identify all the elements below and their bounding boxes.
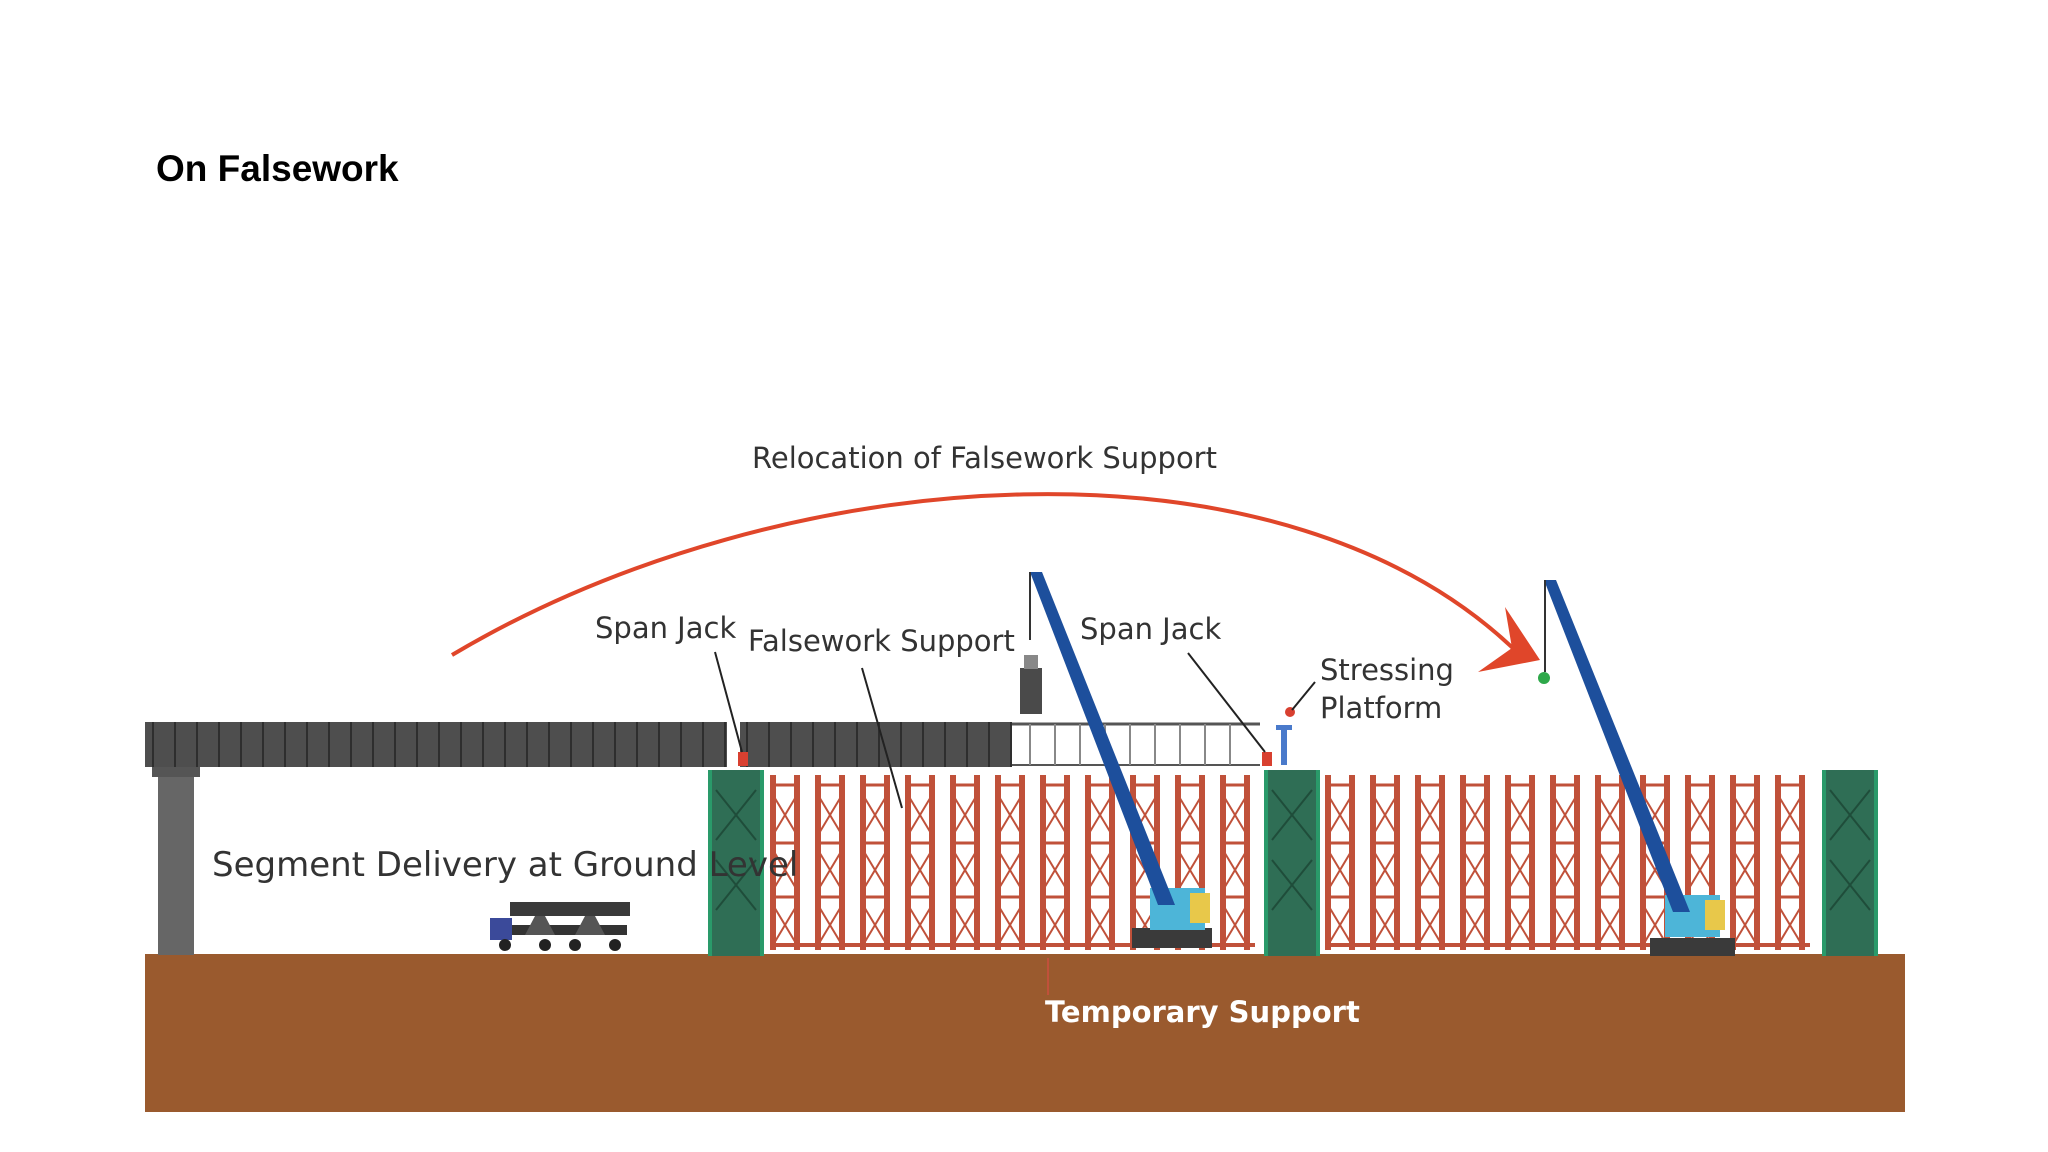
stressing-platform [1276, 707, 1295, 765]
label-span-jack-right: Span Jack [1080, 612, 1221, 646]
leader-span-jack-left [714, 651, 743, 753]
span-jack-left-marker [738, 752, 748, 766]
crane-icon [1020, 572, 1212, 948]
label-falsework-support: Falsework Support [748, 624, 1015, 658]
label-stressing-platform-1: Stressing [1320, 653, 1454, 687]
pier [158, 767, 194, 955]
crane-icon [1538, 580, 1735, 956]
temporary-support-tower-3 [1821, 769, 1879, 957]
span-jack-right-marker [1262, 752, 1272, 766]
arrow-head [1478, 607, 1540, 672]
label-stressing-platform-2: Platform [1320, 691, 1442, 725]
bridge-deck-middle [740, 722, 1012, 767]
falsework-support-bays-2 [1323, 773, 1810, 952]
deck-railing [1012, 722, 1260, 766]
label-temporary-support: Temporary Support [1045, 995, 1360, 1029]
leader-stressing-platform [1291, 681, 1316, 711]
label-segment-delivery: Segment Delivery at Ground Level [212, 845, 798, 885]
bridge-deck-left [145, 722, 727, 767]
label-relocation: Relocation of Falsework Support [752, 441, 1217, 475]
ground [145, 954, 1905, 1112]
page-title: On Falsework [156, 148, 399, 189]
relocation-arrow [450, 492, 1527, 662]
leader-falsework-support [861, 667, 903, 809]
label-span-jack-left: Span Jack [595, 611, 736, 645]
truck-icon [490, 902, 630, 951]
leader-span-jack-right [1187, 652, 1266, 753]
temporary-support-tower-2 [1263, 769, 1321, 957]
